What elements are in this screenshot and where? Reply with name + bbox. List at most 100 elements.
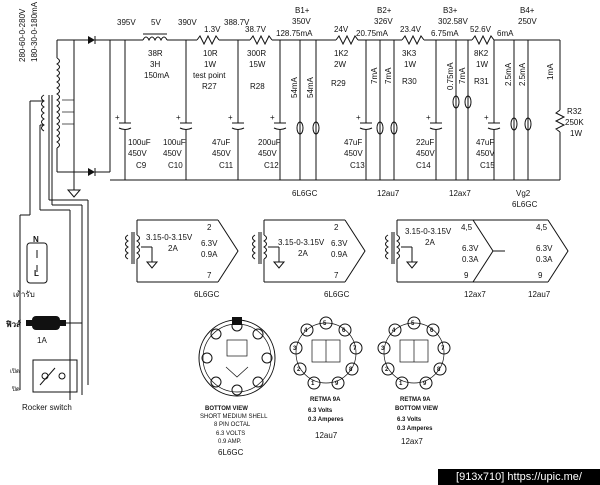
rail-labels: 395V 5V 390V 1.3V 388.7V 38.7V 38R 3H 15… <box>117 6 584 138</box>
c12-name: C12 <box>264 161 279 170</box>
c14-value: 22uF <box>416 138 434 147</box>
c13-voltage: 450V <box>344 149 363 158</box>
r30-watt: 1W <box>404 60 416 69</box>
p1-tube: 6L6GC <box>218 448 244 457</box>
c15-voltage: 450V <box>476 149 495 158</box>
fuse-rating: 1A <box>37 336 47 345</box>
r31-drop: 52.6V <box>470 25 492 34</box>
rail-v1: 395V <box>117 18 136 27</box>
svg-text:5: 5 <box>411 321 415 327</box>
c10-voltage: 450V <box>163 149 182 158</box>
svg-text:1: 1 <box>311 381 315 387</box>
p1-line4: 6.3 VOLTS <box>216 431 245 437</box>
heater-3-pin-bot-b: 9 <box>538 271 543 280</box>
rocker-switch: เปิด ปิด Rocker switch <box>10 359 78 412</box>
capacitor-c10: + 100uF 450V C10 <box>163 40 193 180</box>
svg-text:+: + <box>484 113 489 122</box>
secondary-hv-label: 280-60-0-280V <box>18 8 27 62</box>
heater-1-tube: 6L6GC <box>194 290 220 299</box>
b1-current: 128.75mA <box>276 29 313 38</box>
pinout-12ax7: 5 6 7 8 9 1 2 3 4 RETMA 9A BOTTOM VIEW 6… <box>377 316 451 446</box>
heater-1-current: 0.9A <box>201 250 218 259</box>
heater-3-current-b: 0.3A <box>536 255 553 264</box>
c10-value: 100uF <box>163 138 186 147</box>
load-2: 54mA <box>306 76 315 98</box>
p3-view: BOTTOM VIEW <box>395 406 438 412</box>
heater-1-amps: 2A <box>168 244 178 253</box>
svg-text:+: + <box>176 113 181 122</box>
p2-base: RETMA 9A <box>310 397 341 403</box>
p1-line5: 0.9 AMP. <box>218 439 242 445</box>
watermark-banner: [913x710] https://upic.me/ <box>438 469 600 485</box>
choke-current: 150mA <box>144 71 170 80</box>
svg-text:+: + <box>426 113 431 122</box>
p2-tube: 12au7 <box>315 431 338 440</box>
load-taps: 54mA 54mA 7mA 7mA 0.75mA 7mA 2.5mA 2.5mA… <box>290 40 555 180</box>
b2-current: 20.75mA <box>356 29 389 38</box>
heater-3-volts-b: 6.3V <box>536 244 553 253</box>
r30-value: 3K3 <box>402 49 417 58</box>
svg-text:5: 5 <box>323 321 327 327</box>
p3-base: RETMA 9A <box>400 397 431 403</box>
load-8: 2.5mA <box>518 62 527 86</box>
load-3: 7mA <box>370 67 379 84</box>
svg-text:9: 9 <box>335 381 339 387</box>
primary-wiring <box>19 100 89 400</box>
p1-line2: SHORT MEDIUM SHELL <box>200 414 268 420</box>
heater-2-volts: 6.3V <box>331 239 348 248</box>
b3-current: 6.75mA <box>431 29 459 38</box>
capacitor-c12: + 200uF 450V C12 <box>258 40 287 180</box>
rail-v3: 388.7V <box>224 18 250 27</box>
heater-3-pin-bot-a: 9 <box>464 271 469 280</box>
heater-1-volts: 6.3V <box>201 239 218 248</box>
rail-drop3: 38.7V <box>245 25 267 34</box>
c11-name: C11 <box>219 161 234 170</box>
r30-name: R30 <box>402 77 417 86</box>
svg-text:7: 7 <box>441 346 445 352</box>
mains-fuse: ฟิวส์ 1A <box>6 316 82 345</box>
b2-label: B2+ <box>377 6 392 15</box>
b1-label: B1+ <box>295 6 310 15</box>
r31-value: 8K2 <box>474 49 489 58</box>
c13-value: 47uF <box>344 138 362 147</box>
power-transformer: 280-60-0-280V 180-30-0-180mA <box>18 1 82 198</box>
svg-text:8: 8 <box>349 367 353 373</box>
svg-text:2: 2 <box>385 367 389 373</box>
group-3-label: 12ax7 <box>449 189 471 198</box>
r31-watt: 1W <box>476 60 488 69</box>
svg-text:3: 3 <box>381 346 385 352</box>
r29-watt: 2W <box>334 60 346 69</box>
svg-text:9: 9 <box>423 381 427 387</box>
svg-text:6: 6 <box>430 328 434 334</box>
switch-off-label: ปิด <box>11 386 20 393</box>
svg-text:4: 4 <box>304 328 308 334</box>
heater-2-secondary: 3.15-0-3.15V <box>278 238 325 247</box>
r29-name: R29 <box>331 79 346 88</box>
heater-1-pin-top: 2 <box>207 223 212 232</box>
r29-value: 1K2 <box>334 49 349 58</box>
rail-v2: 390V <box>178 18 197 27</box>
b3-voltage: 302.58V <box>438 17 468 26</box>
pinout-6l6gc: BOTTOM VIEW SHORT MEDIUM SHELL 8 PIN OCT… <box>198 317 276 457</box>
r27-name: R27 <box>202 82 217 91</box>
p2-volts: 6.3 Volts <box>308 408 333 414</box>
capacitor-c14: + 22uF 450V C14 <box>416 40 443 180</box>
c10-name: C10 <box>168 161 183 170</box>
b-plus-rail <box>110 33 566 181</box>
outlet-label: เต้ารับ <box>13 290 35 299</box>
rail-drop1: 5V <box>151 18 161 27</box>
heater-3-secondary: 3.15-0-3.15V <box>405 227 452 236</box>
p3-amps: 0.3 Amperes <box>397 426 433 432</box>
p3-tube: 12ax7 <box>401 437 423 446</box>
heater-2-pin-bot: 7 <box>334 271 339 280</box>
b2-voltage: 326V <box>374 17 393 26</box>
r29-drop: 24V <box>334 25 349 34</box>
rail-drop2: 1.3V <box>204 25 221 34</box>
r28-watt: 15W <box>249 60 266 69</box>
c14-name: C14 <box>416 161 431 170</box>
svg-text:8: 8 <box>437 367 441 373</box>
load-4: 7mA <box>384 67 393 84</box>
secondary-heater-label: 180-30-0-180mA <box>30 1 39 62</box>
load-9: 1mA <box>546 63 555 80</box>
r32-watt: 1W <box>570 129 582 138</box>
